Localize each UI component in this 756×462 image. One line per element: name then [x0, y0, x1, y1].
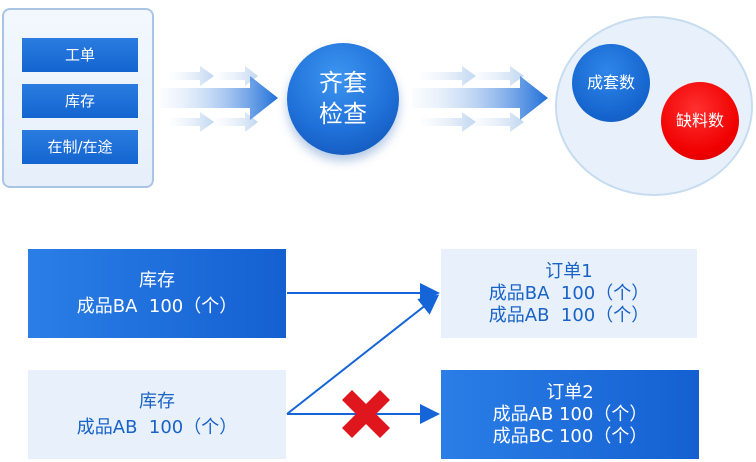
stock-box-1-content: 成品BA 100（个）	[76, 295, 238, 317]
order-box-1: 订单1 成品BA 100（个） 成品AB 100（个）	[441, 249, 697, 338]
stock-box-2-content: 成品AB 100（个）	[76, 416, 238, 438]
order-box-1-line-1: 成品BA 100（个）	[488, 282, 650, 304]
input-item-inventory: 库存	[22, 84, 138, 118]
kit-count-node: 成套数	[572, 44, 650, 122]
output-flow-arrows	[412, 66, 548, 132]
input-item-wip-in-transit: 在制/在途	[22, 130, 138, 164]
stock-box-1: 库存 成品BA 100（个）	[28, 249, 286, 338]
stock-box-2: 库存 成品AB 100（个）	[28, 370, 286, 459]
input-flow-arrows	[160, 66, 278, 132]
input-item-work-order: 工单	[22, 38, 138, 72]
allocation-line-stock2-order1	[286, 294, 440, 415]
shortage-count-node: 缺料数	[661, 82, 739, 160]
order-box-2-title: 订单2	[546, 381, 594, 403]
kit-check-node: 齐套 检查	[287, 43, 399, 155]
kit-check-line1: 齐套	[319, 69, 367, 97]
order-box-2: 订单2 成品AB 100（个） 成品BC 100（个）	[441, 370, 699, 459]
stock-box-2-title: 库存	[139, 390, 175, 412]
stock-box-1-title: 库存	[139, 269, 175, 291]
order-box-2-line-1: 成品AB 100（个）	[492, 403, 648, 425]
order-box-1-line-2: 成品AB 100（个）	[488, 304, 650, 326]
blocked-cross-icon	[342, 390, 390, 438]
kit-check-line2: 检查	[319, 100, 367, 128]
order-box-1-title: 订单1	[545, 260, 593, 282]
order-box-2-line-2: 成品BC 100（个）	[492, 425, 648, 447]
input-panel: 工单 库存 在制/在途	[2, 8, 154, 188]
